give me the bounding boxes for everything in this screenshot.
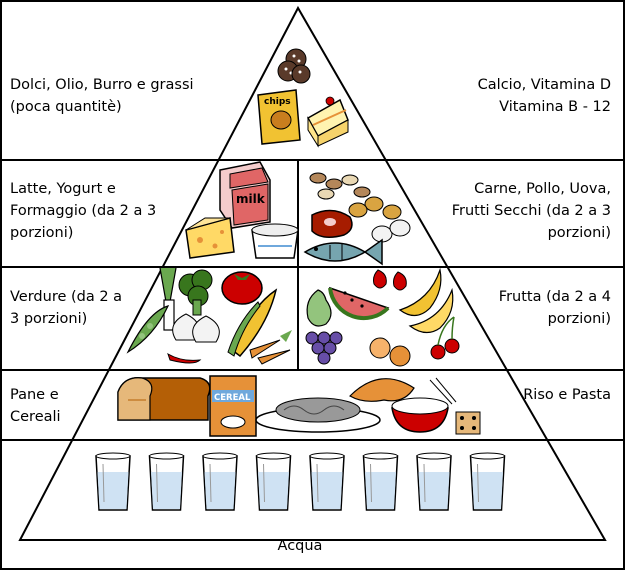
corn-icon xyxy=(227,288,278,358)
water-glass-icon xyxy=(202,452,238,511)
water-glasses xyxy=(95,452,506,511)
water-glass-icon xyxy=(309,452,345,511)
cereal-label: CEREAL xyxy=(214,393,251,403)
tier4-left-label: Pane e Cereali xyxy=(10,387,61,425)
pyramid-outline xyxy=(18,5,607,541)
milk-label: milk xyxy=(236,192,266,206)
eggs-icon xyxy=(371,219,411,243)
rice-bowl-icon xyxy=(391,377,457,433)
cereal-box-icon: CEREAL xyxy=(209,375,257,437)
bananas-icon xyxy=(398,267,454,334)
tomato-icon xyxy=(221,271,263,305)
watermelon-icon xyxy=(328,286,390,321)
cheese-icon xyxy=(185,217,235,259)
meat-steak-icon xyxy=(311,209,353,238)
base-label: Acqua xyxy=(277,538,323,554)
water-glass-icon xyxy=(148,452,185,511)
bread-loaf-icon xyxy=(117,377,211,421)
milk-carton-icon: milk xyxy=(219,161,271,229)
water-glass-icon xyxy=(469,452,506,511)
water-glass-icon xyxy=(255,452,292,511)
broccoli-icon xyxy=(178,269,213,316)
water-glass-icon xyxy=(362,452,399,511)
nuts-icon xyxy=(309,172,402,220)
cake-slice-icon xyxy=(306,96,349,148)
chili-pepper-icon xyxy=(167,352,202,364)
tier3-left-label: Verdure (da 2 a 3 porzioni) xyxy=(10,289,123,327)
croissant-icon xyxy=(349,378,415,402)
apricots-icon xyxy=(369,337,411,367)
chips-bag-icon: chips xyxy=(257,89,301,145)
water-glass-icon xyxy=(416,452,452,511)
yogurt-cup-icon xyxy=(251,223,299,259)
tier2-left-label: Latte, Yogurt e Formaggio (da 2 a 3 porz… xyxy=(10,181,157,241)
fish-icon xyxy=(303,238,383,266)
cracker-icon xyxy=(455,411,481,435)
tier2-right-label: Carne, Pollo, Uova, Frutti Secchi (da 2 … xyxy=(451,181,611,241)
peapod-icon xyxy=(126,305,170,354)
pasta-plate-icon xyxy=(255,397,381,433)
cookies-icon xyxy=(277,48,311,84)
tier3-right-label: Frutta (da 2 a 4 porzioni) xyxy=(498,289,611,327)
chips-label: chips xyxy=(264,97,291,107)
tier1-left-label: Dolci, Olio, Burro e grassi (poca quanti… xyxy=(10,77,194,115)
cherries-icon xyxy=(430,316,460,360)
strawberries-icon xyxy=(373,269,407,291)
grapes-icon xyxy=(305,331,343,365)
tier4-right-label: Riso e Pasta xyxy=(523,387,611,403)
water-glass-icon xyxy=(95,452,131,511)
tier1-right-label: Calcio, Vitamina D Vitamina B - 12 xyxy=(477,77,611,115)
carrots-icon xyxy=(249,330,292,365)
pear-icon xyxy=(306,289,332,327)
garlic-icon xyxy=(172,313,220,343)
